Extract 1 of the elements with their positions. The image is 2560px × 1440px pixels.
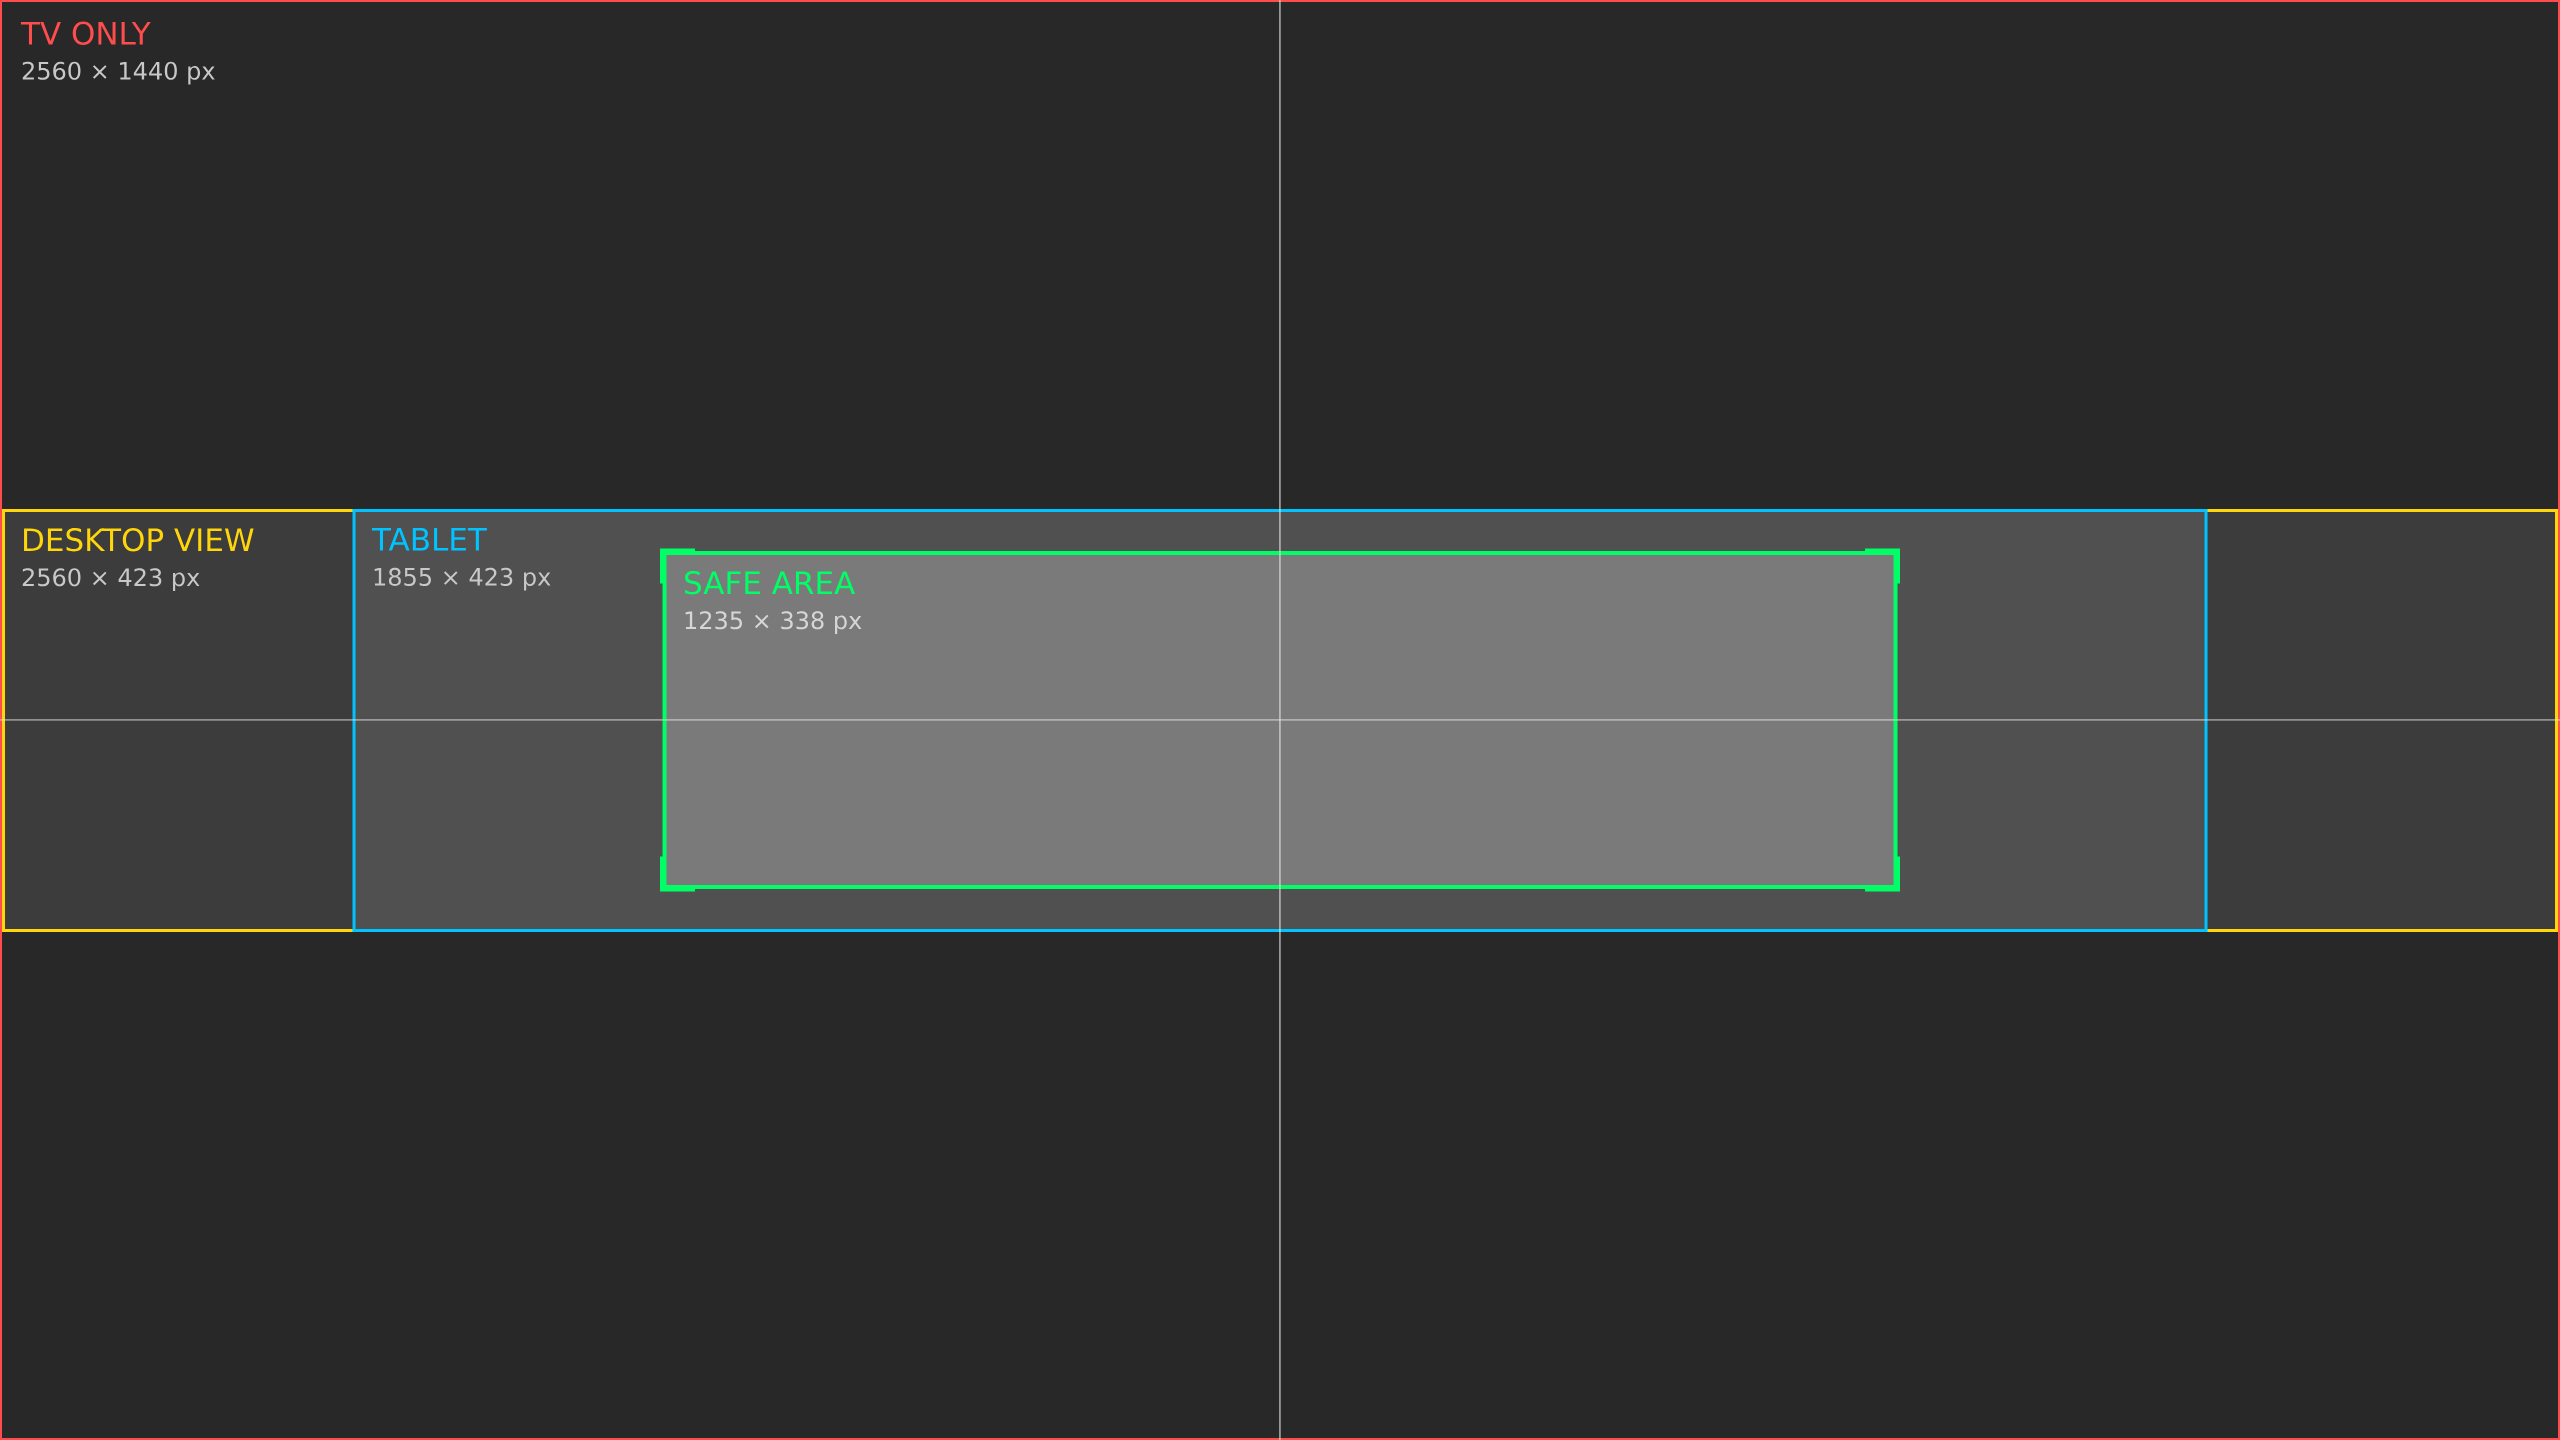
safe-area-box: SAFE AREA 1235 × 338 px: [662, 551, 1898, 889]
